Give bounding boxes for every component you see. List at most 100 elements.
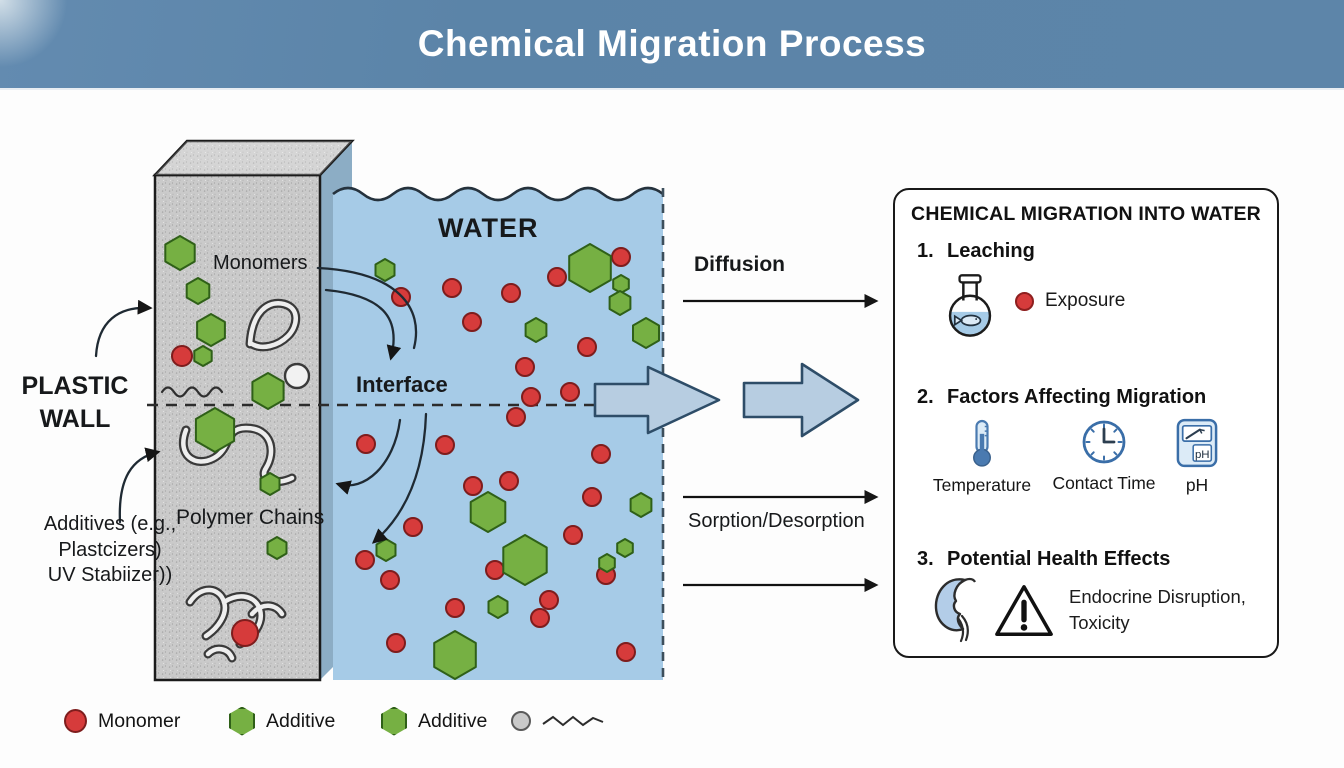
ph-meter-screen-text: pH xyxy=(1195,449,1210,461)
additive-particle xyxy=(193,345,213,367)
fish-glyph xyxy=(953,314,982,327)
additive-particle xyxy=(196,313,226,347)
legend-label: Additive xyxy=(418,709,488,732)
additive-particle xyxy=(598,553,616,573)
monomer-particle xyxy=(386,633,406,653)
health-caption-line2: Toxicity xyxy=(1069,611,1130,633)
factor-contact-time: Contact Time xyxy=(1041,418,1167,494)
monomer-particle xyxy=(355,550,375,570)
additives-label-line1: Additives (e.g., Plastcizers) xyxy=(43,513,177,561)
info-panel-title: CHEMICAL MIGRATION INTO WATER xyxy=(911,203,1261,225)
migration-block-arrows xyxy=(593,362,860,438)
polymer-chains-label: Polymer Chains xyxy=(176,506,325,529)
section-leaching-title: 1. Leaching xyxy=(917,240,1035,263)
clock-icon xyxy=(1080,418,1128,466)
legend-label: Monomer xyxy=(98,709,181,732)
additive-particle xyxy=(612,274,630,294)
section-factors-title: 2. Factors Affecting Migration xyxy=(917,386,1206,409)
additive-particle xyxy=(632,317,660,349)
monomer-particle xyxy=(577,337,597,357)
section-number: 2. xyxy=(917,386,934,408)
header-band: Chemical Migration Process xyxy=(0,0,1344,90)
monomer-particle xyxy=(616,642,636,662)
monomer-particle xyxy=(530,608,550,628)
additive-particle xyxy=(375,538,397,562)
section-number: 1. xyxy=(917,240,934,262)
legend-item-additive-2: Additive xyxy=(381,704,487,738)
curved-arrows xyxy=(94,266,428,544)
monomer-dot-icon xyxy=(64,709,87,733)
health-caption-line1: Endocrine Disruption, xyxy=(1069,586,1246,607)
monomer-particle xyxy=(547,267,567,287)
additives-label-line2: UV Stabiizer)) xyxy=(47,564,173,587)
additive-hexagon-icon xyxy=(381,706,407,736)
monomer-particle xyxy=(539,590,559,610)
squiggle-icon xyxy=(542,713,604,729)
interface-label: Interface xyxy=(356,372,448,397)
process-arrows xyxy=(683,293,879,593)
monomer-particle xyxy=(435,435,455,455)
gray-circle-icon xyxy=(511,711,531,731)
additive-particle xyxy=(487,595,509,619)
sorption-desorption-label: Sorption/Desorption xyxy=(688,510,865,532)
flask-icon xyxy=(941,272,999,348)
water-label: WATER xyxy=(438,213,539,243)
section-title-text: Potential Health Effects xyxy=(947,548,1171,570)
health-effects-caption: Endocrine Disruption, Toxicity xyxy=(1069,584,1246,636)
monomer-particle xyxy=(442,278,462,298)
diffusion-label: Diffusion xyxy=(694,253,785,276)
monomer-particle xyxy=(515,357,535,377)
monomer-particle xyxy=(380,570,400,590)
additive-particle xyxy=(568,243,612,293)
additive-particle xyxy=(164,235,196,271)
exposure-label: Exposure xyxy=(1045,290,1126,311)
monomer-particle xyxy=(501,283,521,303)
exposure-monomer-dot xyxy=(1015,292,1034,311)
section-title-text: Leaching xyxy=(947,240,1035,262)
section-health-title: 3.Potential Health Effects xyxy=(917,548,1170,571)
monomer-particle xyxy=(463,476,483,496)
monomer-particle xyxy=(356,434,376,454)
legend-label: Additive xyxy=(266,709,336,732)
additive-particle xyxy=(194,407,236,453)
monomer-particle xyxy=(506,407,526,427)
legend-item-additive-1: Additive xyxy=(229,704,335,738)
monomer-particle xyxy=(171,345,193,367)
contact-time-label: Contact Time xyxy=(1052,473,1156,493)
legend-item-polymer-squiggle xyxy=(511,704,615,738)
temperature-label: Temperature xyxy=(932,475,1032,495)
monomer-particle xyxy=(485,560,505,580)
monomer-particle xyxy=(445,598,465,618)
section-title-text: Factors Affecting Migration xyxy=(947,386,1207,408)
page-title: Chemical Migration Process xyxy=(417,23,927,64)
thermometer-icon xyxy=(971,418,993,468)
legend-item-monomer: Monomer xyxy=(64,704,180,738)
monomer-particle xyxy=(582,487,602,507)
additive-particle xyxy=(185,277,211,305)
additive-particle xyxy=(524,317,548,343)
additive-hexagon-icon xyxy=(229,706,255,736)
monomer-particle xyxy=(403,517,423,537)
monomer-particle xyxy=(591,444,611,464)
monomer-particle xyxy=(462,312,482,332)
ph-meter-icon: pH xyxy=(1176,418,1218,468)
particles-layer xyxy=(164,235,660,680)
factor-temperature: Temperature xyxy=(919,418,1045,496)
additive-particle xyxy=(433,630,477,680)
plastic-wall-label: PLASTIC WALL xyxy=(21,372,129,433)
additive-particle xyxy=(251,372,285,410)
additive-particle xyxy=(608,290,632,316)
additive-particle xyxy=(469,491,507,533)
additive-particle xyxy=(259,472,281,496)
additive-particle xyxy=(266,536,288,560)
factor-ph: pH pH xyxy=(1157,418,1237,496)
kidney-icon xyxy=(929,574,985,644)
info-panel: CHEMICAL MIGRATION INTO WATER 1. Leaching… xyxy=(893,188,1279,658)
additives-label: Additives (e.g., Plastcizers) UV Stabiiz… xyxy=(0,512,228,589)
monomer-particle xyxy=(563,525,583,545)
additive-particle xyxy=(502,534,548,586)
monomer-particle xyxy=(231,619,259,647)
additive-particle xyxy=(374,258,396,282)
monomer-particle xyxy=(560,382,580,402)
